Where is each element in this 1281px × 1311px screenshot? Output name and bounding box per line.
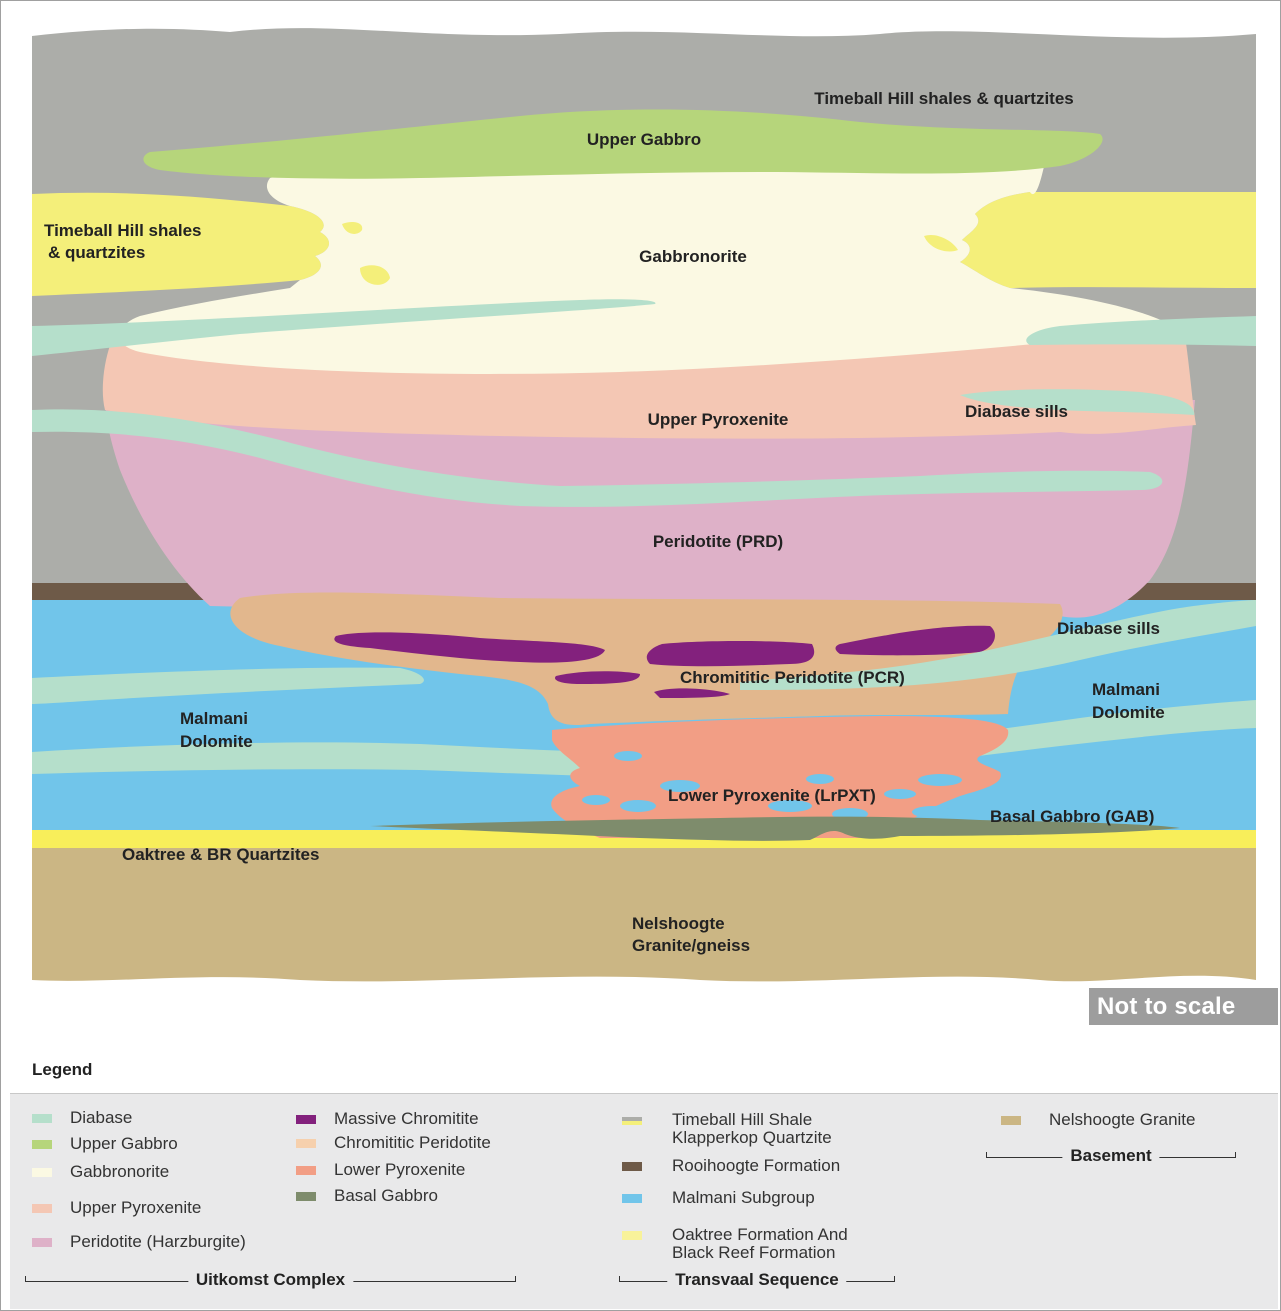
massive-chromitite-lens (334, 632, 605, 663)
diabase-sill-lower-right (740, 600, 1256, 690)
legend-item-label: Peridotite (Harzburgite) (70, 1232, 246, 1251)
uitkomst-group-bracket: Uitkomst Complex (25, 1270, 516, 1290)
label-timeball-top: Timeball Hill shales & quartzites (814, 89, 1074, 108)
label-diabase-sills-upper: Diabase sills (965, 402, 1068, 421)
legend-item-massive-chromitite: Massive Chromitite (296, 1110, 479, 1128)
legend-item-chromititic-peridotite: Chromititic Peridotite (296, 1134, 491, 1152)
diabase-sill-upper-left (32, 299, 656, 356)
massive-chromitite-lens (835, 625, 995, 656)
chromititic-peridotite-unit (230, 592, 1063, 726)
legend-item-label: Nelshoogte Granite (1049, 1110, 1196, 1129)
geological-cross-section: Timeball Hill shales & quartzites Upper … (32, 28, 1256, 982)
label-timeball-left-line2: & quartzites (48, 243, 145, 262)
legend-item-label: Basal Gabbro (334, 1186, 438, 1205)
legend-item-nelshoogte: Nelshoogte Granite (1001, 1111, 1195, 1129)
lower-pyroxenite-unit (551, 716, 1009, 838)
label-nelshoogte-line1: Nelshoogte (632, 914, 725, 933)
transvaal-group-bracket: Transvaal Sequence (619, 1270, 895, 1290)
peridotite-swatch (32, 1238, 52, 1247)
legend-item-diabase: Diabase (32, 1109, 132, 1127)
legend-item-upper-pyroxenite: Upper Pyroxenite (32, 1199, 201, 1217)
label-nelshoogte-line2: Granite/gneiss (632, 936, 750, 955)
quartzite-inclusion (924, 234, 958, 252)
diabase-sill-lower-left (32, 667, 424, 704)
label-malmani-left-line2: Dolomite (180, 732, 253, 751)
legend-item-label-line2: Black Reef Formation (672, 1243, 836, 1262)
uitkomst-group-label: Uitkomst Complex (187, 1270, 354, 1290)
peridotite-unit (105, 400, 1195, 618)
label-basal-gabbro: Basal Gabbro (GAB) (990, 807, 1154, 826)
basement-group-bracket: Basement (986, 1146, 1236, 1166)
lower-pyroxenite-swatch (296, 1166, 316, 1175)
legend-item-malmani: Malmani Subgroup (622, 1189, 815, 1207)
legend-item-label: Oaktree Formation And Black Reef Formati… (672, 1226, 848, 1262)
diabase-sill-peridotite (32, 409, 1163, 507)
legend-item-rooihoogte: Rooihoogte Formation (622, 1157, 840, 1175)
malmani-swatch (622, 1194, 642, 1203)
label-malmani-right-line2: Dolomite (1092, 703, 1165, 722)
label-oaktree: Oaktree & BR Quartzites (122, 845, 319, 864)
upper-gabbro-swatch (32, 1140, 52, 1149)
timeball-klapperkop-swatch (622, 1117, 642, 1125)
legend-item-peridotite: Peridotite (Harzburgite) (32, 1233, 246, 1251)
upper-gabbro-unit (143, 109, 1103, 179)
basal-gabbro-swatch (296, 1192, 316, 1201)
nelshoogte-unit (32, 848, 1256, 982)
quartzite-inclusion (342, 222, 363, 234)
label-malmani-right-line1: Malmani (1092, 680, 1160, 699)
legend-item-label: Diabase (70, 1108, 133, 1127)
legend-item-label: Upper Pyroxenite (70, 1198, 202, 1217)
label-lower-pyroxenite: Lower Pyroxenite (LrPXT) (668, 786, 876, 805)
diabase-swatch (32, 1114, 52, 1123)
label-upper-gabbro: Upper Gabbro (587, 130, 701, 149)
gabbronorite-swatch (32, 1168, 52, 1177)
legend-item-label: Rooihoogte Formation (672, 1156, 841, 1175)
legend-item-label-line1: Timeball Hill Shale (672, 1110, 813, 1129)
legend-item-gabbronorite: Gabbronorite (32, 1163, 169, 1181)
legend-item-label: Timeball Hill Shale Klapperkop Quartzite (672, 1111, 832, 1147)
diabase-sill-upper-pyroxenite (960, 389, 1195, 415)
legend-item-basal-gabbro: Basal Gabbro (296, 1187, 438, 1205)
legend-title: Legend (32, 1060, 93, 1079)
legend-item-oaktree: Oaktree Formation And Black Reef Formati… (622, 1226, 848, 1262)
massive-chromitite-swatch (296, 1115, 316, 1124)
massive-chromitite-lens (555, 671, 640, 684)
legend-item-label-line2: Klapperkop Quartzite (672, 1128, 832, 1147)
legend-item-lower-pyroxenite: Lower Pyroxenite (296, 1161, 465, 1179)
rooihoogte-swatch (622, 1162, 642, 1171)
label-malmani-left-line1: Malmani (180, 709, 248, 728)
legend-item-label-line1: Oaktree Formation And (672, 1225, 848, 1244)
label-diabase-sills-lower: Diabase sills (1057, 619, 1160, 638)
legend-item-label: Upper Gabbro (70, 1134, 178, 1153)
legend-panel: Diabase Upper Gabbro Gabbronorite Upper … (10, 1093, 1278, 1309)
malmani-inclusions (582, 751, 962, 820)
not-to-scale-badge: Not to scale (1089, 988, 1278, 1025)
legend-item-label: Gabbronorite (70, 1162, 170, 1181)
label-chromititic-peridotite: Chromititic Peridotite (PCR) (680, 668, 905, 687)
label-upper-pyroxenite: Upper Pyroxenite (648, 410, 789, 429)
klapperkop-quartzite-right (960, 192, 1256, 288)
upper-pyroxenite-swatch (32, 1204, 52, 1213)
massive-chromitite-lens (646, 641, 815, 667)
klapperkop-quartzite-left (32, 192, 330, 296)
transvaal-group-label: Transvaal Sequence (667, 1270, 847, 1290)
label-timeball-left-line1: Timeball Hill shales (44, 221, 201, 240)
legend-item-timeball: Timeball Hill Shale Klapperkop Quartzite (622, 1111, 832, 1147)
basal-gabbro-unit (370, 816, 1180, 841)
oaktree-swatch (622, 1231, 642, 1240)
label-peridotite: Peridotite (PRD) (653, 532, 783, 551)
quartzite-inclusion (360, 265, 390, 285)
legend-item-label: Massive Chromitite (334, 1109, 479, 1128)
legend-item-label: Malmani Subgroup (672, 1188, 815, 1207)
diabase-sill-upper-right (1026, 316, 1256, 346)
legend-item-label: Chromititic Peridotite (334, 1133, 491, 1152)
chromititic-peridotite-swatch (296, 1139, 316, 1148)
legend-item-upper-gabbro: Upper Gabbro (32, 1135, 178, 1153)
label-gabbronorite: Gabbronorite (639, 247, 747, 266)
massive-chromitite-lens (654, 688, 730, 698)
legend-item-label: Lower Pyroxenite (334, 1160, 466, 1179)
basement-group-label: Basement (1062, 1146, 1160, 1166)
nelshoogte-swatch (1001, 1116, 1021, 1125)
